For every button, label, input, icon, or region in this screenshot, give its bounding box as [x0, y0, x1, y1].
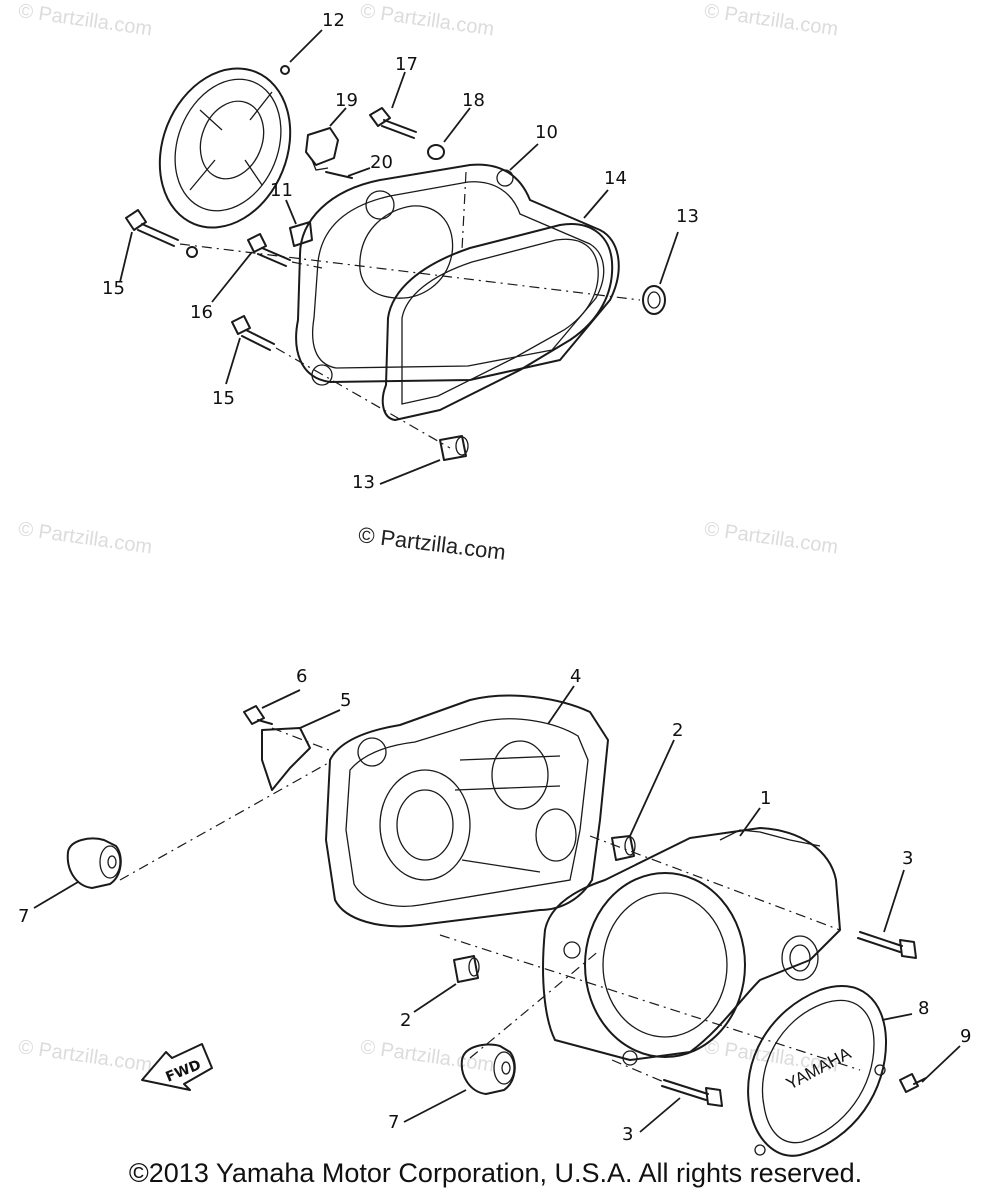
callout-3: 3 [622, 1124, 634, 1145]
part-5-bracket [261, 727, 311, 791]
callout-5: 5 [340, 690, 352, 711]
callout-6: 6 [296, 666, 308, 687]
callout-15: 15 [212, 388, 235, 409]
callout-8: 8 [918, 998, 930, 1019]
part-1-crankcase-right [542, 827, 841, 1066]
part-10-crankcase-cover [295, 163, 620, 386]
part-18-washer [427, 144, 445, 160]
callout-9: 9 [960, 1026, 972, 1047]
part-12-cover-cap [158, 65, 292, 258]
callout-20: 20 [370, 152, 393, 173]
callout-7: 7 [18, 906, 30, 927]
part-19-switch [305, 127, 339, 171]
cover-brand-text: YAMAHA [783, 1043, 855, 1093]
fwd-arrow-icon: FWD [141, 1043, 213, 1091]
callout-3: 3 [902, 848, 914, 869]
part-3-bolt [661, 1079, 723, 1107]
part-13-dowel [439, 435, 469, 461]
part-11-clamp [289, 221, 313, 247]
callout-18: 18 [462, 90, 485, 111]
copyright-notice: ©2013 Yamaha Motor Corporation, U.S.A. A… [128, 1158, 863, 1188]
callout-17: 17 [395, 54, 418, 75]
callout-14: 14 [604, 168, 627, 189]
part-16-bolt [247, 233, 291, 267]
part-15-bolt [231, 315, 275, 351]
callout-13: 13 [352, 472, 375, 493]
callout-7: 7 [388, 1112, 400, 1133]
part-17-bolt [369, 107, 417, 139]
callout-1: 1 [760, 788, 772, 809]
part-7-mount [460, 1043, 516, 1095]
callout-11: 11 [270, 180, 293, 201]
part-13-dowel [642, 285, 666, 315]
callout-2: 2 [400, 1010, 412, 1031]
part-20-pin [325, 171, 353, 179]
part-14-gasket [381, 223, 614, 421]
callout-4: 4 [570, 666, 582, 687]
part-2-dowel [453, 955, 480, 983]
part-2-dowel [611, 835, 636, 861]
part-7-mount [66, 837, 122, 889]
part-3-bolt [857, 931, 917, 959]
part-8-cover: YAMAHA [747, 985, 888, 1157]
part-4-crankcase-left [325, 694, 609, 928]
fwd-label: FWD [164, 1057, 204, 1086]
part-9-screw [899, 1073, 927, 1093]
callout-2: 2 [672, 720, 684, 741]
callout-13: 13 [676, 206, 699, 227]
callout-16: 16 [190, 302, 213, 323]
part-15-bolt [125, 209, 179, 247]
callout-10: 10 [535, 122, 558, 143]
callout-12: 12 [322, 10, 345, 31]
callout-19: 19 [335, 90, 358, 111]
part-6-screw [243, 705, 273, 725]
callout-15: 15 [102, 278, 125, 299]
